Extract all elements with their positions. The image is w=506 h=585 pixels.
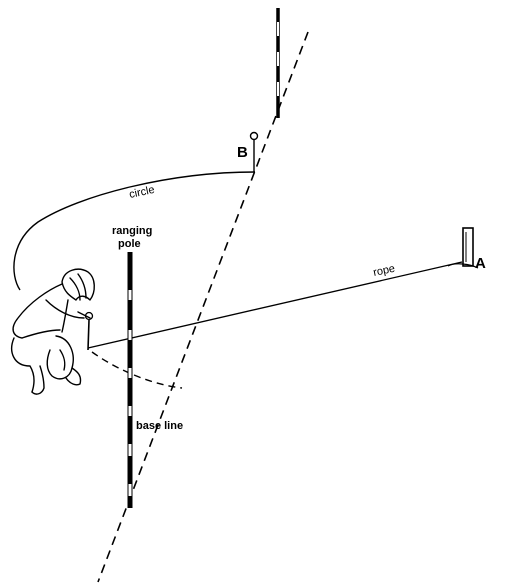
crouching-person [11,268,95,395]
ranging-pole-label-line2: pole [118,238,141,250]
point-a-label: A [475,255,486,272]
circle-arc-dashed [91,351,183,389]
base-line [97,31,309,583]
circle-arc [13,171,256,291]
ranging-pole-label-line1: ranging [112,225,152,237]
point-b-marker [249,131,259,172]
rope [87,261,463,349]
peg-stake [84,311,94,351]
base-line-label: base line [136,420,183,432]
point-b-label: B [237,144,248,161]
circle-label: circle [128,184,156,201]
peg-a [447,227,479,269]
rope-label: rope [372,263,396,279]
